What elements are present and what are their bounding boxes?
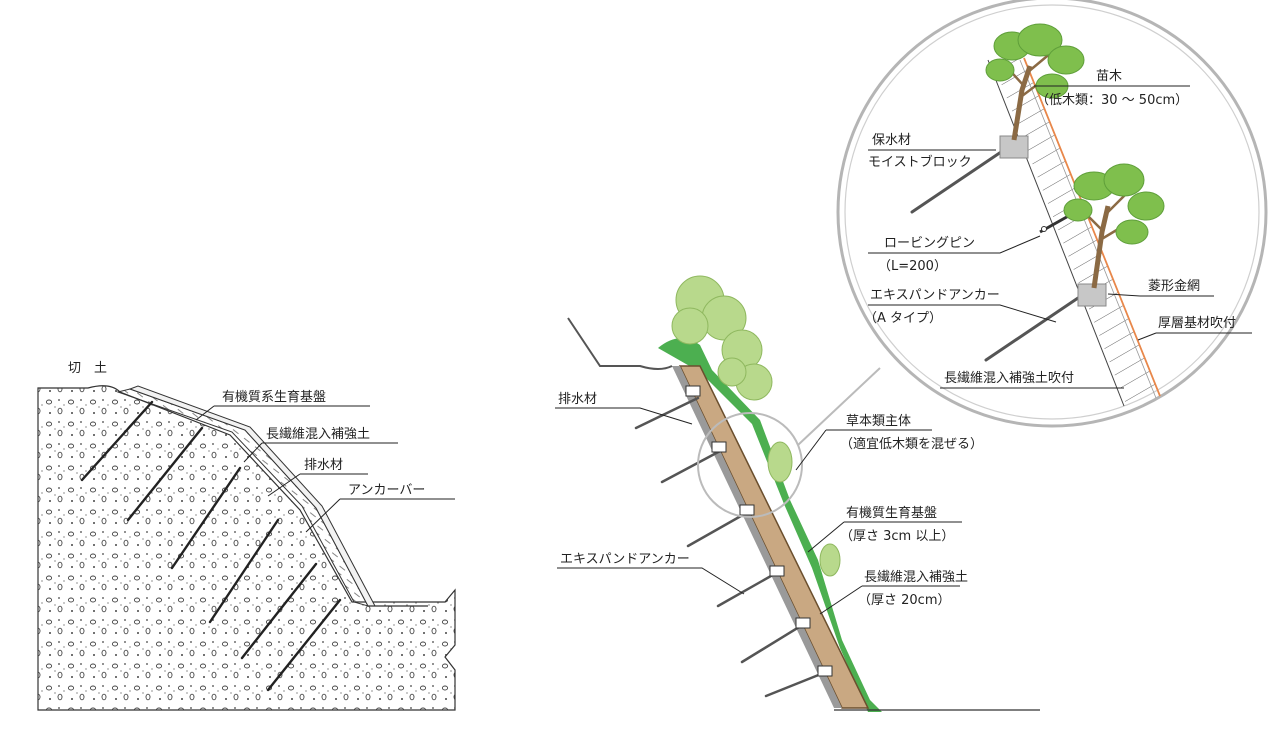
label-organic-2: （厚さ 3cm 以上） — [840, 529, 954, 544]
label-anchor-2: （A タイプ） — [864, 311, 942, 326]
label-expand-anchor: エキスパンドアンカー — [560, 552, 690, 567]
label-thick-spray: 厚層基材吹付 — [1158, 316, 1236, 331]
callout-connector-line — [797, 367, 881, 446]
label-organic-1: 有機質生育基盤 — [846, 505, 937, 521]
label-water-1: 保水材 — [872, 133, 911, 148]
label-fiber-spray: 長繊維混入補強土吹付 — [944, 370, 1074, 386]
label-seedling-1: 苗木 — [1096, 69, 1122, 84]
detail-anchors — [910, 148, 1080, 362]
label-anchor-bar: アンカーバー — [348, 483, 425, 498]
label-organic-base: 有機質系生育基盤 — [222, 389, 326, 405]
label-fiber-soil: 長繊維混入補強土 — [266, 426, 370, 442]
detail-callout-circle — [697, 412, 803, 518]
label-seedling-2: （低木類：30 〜 50cm） — [1036, 93, 1188, 108]
anchor-bars — [80, 400, 342, 692]
anchors — [634, 396, 828, 698]
spray-layer-hatched — [992, 58, 1160, 404]
label-drain-2: 排水材 — [558, 392, 597, 407]
label-anchor-1: エキスパンドアンカー — [870, 288, 1000, 303]
label-fiber-2: （厚さ 20cm） — [858, 593, 951, 608]
anchor-plates — [685, 385, 833, 677]
label-pin-1: ロービングピン — [884, 236, 975, 251]
label-water-2: モイストブロック — [868, 154, 972, 170]
label-fiber-1: 長繊維混入補強土 — [864, 569, 968, 585]
label-herb-1: 草本類主体 — [846, 414, 911, 429]
cut-slope-section: 切 土 有機質系生育基盤 長繊維混入補強土 排水材 アンカーバー — [37, 361, 456, 711]
cut-slope-title: 切 土 — [68, 361, 107, 376]
label-drain: 排水材 — [304, 458, 343, 473]
mesh-line-gray — [1019, 59, 1157, 399]
label-mesh: 菱形金網 — [1148, 278, 1200, 294]
top-ground-line — [567, 317, 673, 370]
vegetated-slope-section: 排水材 エキスパンドアンカー 草本類主体 （適宜低木類を混ぜる） 有機質生育基盤… — [555, 275, 1040, 712]
trees — [671, 275, 841, 577]
moist-blocks — [999, 135, 1107, 307]
mesh-line-orange — [1023, 57, 1161, 397]
label-herb-2: （適宜低木類を混ぜる） — [840, 436, 983, 452]
slope-face-line — [987, 59, 1125, 407]
detail-circle-inner — [844, 4, 1260, 420]
label-pin-2: （L=200） — [878, 259, 947, 274]
detail-magnified-view: 苗木 （低木類：30 〜 50cm） 保水材 モイストブロック ロービングピン … — [836, 0, 1268, 428]
